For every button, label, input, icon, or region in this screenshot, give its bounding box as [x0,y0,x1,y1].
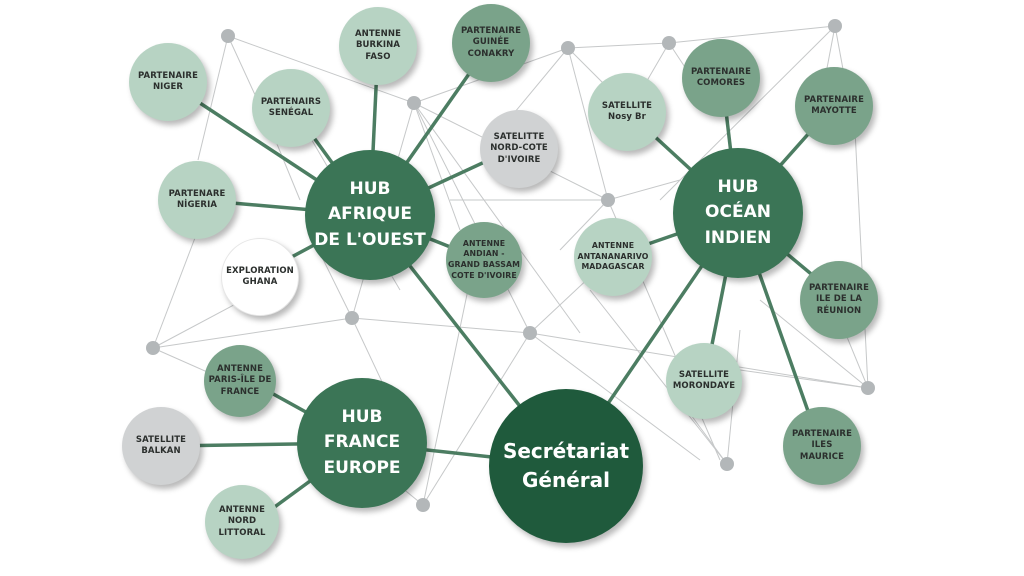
node-label: PARTENAIRE ILES MAURICE [791,428,852,462]
node-label: PARTENAIRE MAYOTTE [803,94,864,116]
node-label: ANTENNE ANTANANARIVO MADAGASCAR [577,241,649,272]
node-label: ANTENNE PARIS-ÎLE DE FRANCE [208,363,272,397]
node-partenaire-guinee-conakry[interactable]: PARTENAIRE GUINÉE CONAKRY [452,4,530,82]
node-antenne-antananarivo-madagascar[interactable]: ANTENNE ANTANANARIVO MADAGASCAR [574,218,652,296]
node-label: SATELLITE Nosy Br [601,100,653,122]
node-label: PARTENAIRE NIGER [137,70,198,92]
node-partenaire-comores[interactable]: PARTENAIRE COMORES [682,39,760,117]
hub-afrique-node[interactable]: HUB AFRIQUE DE L'OUEST [305,150,435,280]
node-antenne-paris-ile-de-france[interactable]: ANTENNE PARIS-ÎLE DE FRANCE [204,345,276,417]
node-label: SATELLITE MORONDAYE [672,369,736,391]
node-satelitte-nord-cote-divoire[interactable]: SATELITTE NORD-COTE D'IVOIRE [480,110,558,188]
node-partenaire-mayotte[interactable]: PARTENAIRE MAYOTTE [795,67,873,145]
node-partenare-nigeria[interactable]: PARTENARE NİGERIA [158,161,236,239]
node-label: SATELLITE BALKAN [135,434,187,456]
node-label: PARTENAIRE COMORES [690,66,751,88]
node-partenaire-ile-de-la-reunion[interactable]: PARTENAIRE ILE DE LA RÉUNION [800,261,878,339]
node-antenne-nord-littoral[interactable]: ANTENNE NORD LITTORAL [205,485,279,559]
node-satellite-morondaye[interactable]: SATELLITE MORONDAYE [666,343,742,419]
node-label: PARTENAIRE ILE DE LA RÉUNION [808,282,869,316]
node-satellite-nosy-br[interactable]: SATELLITE Nosy Br [588,73,666,151]
secretariat-general-label: Secrétariat Général [502,439,630,492]
hub-afrique-label: HUB AFRIQUE DE L'OUEST [314,178,426,250]
node-label: ANTENNE BURKINA FASO [354,28,402,62]
network-dots [146,19,875,512]
secretariat-general-node[interactable]: Secrétariat Général [489,389,643,543]
node-partenaire-niger[interactable]: PARTENAIRE NIGER [129,43,207,121]
node-label: PARTENAIRS SENÉGAL [260,96,322,118]
node-satellite-balkan[interactable]: SATELLITE BALKAN [122,407,200,485]
node-label: EXPLORATION GHANA [226,265,294,287]
hub-france-node[interactable]: HUB FRANCE EUROPE [297,378,427,508]
node-antenne-burkina-faso[interactable]: ANTENNE BURKINA FASO [339,7,417,85]
node-label: PARTENAIRE GUINÉE CONAKRY [460,25,521,59]
node-partenaire-iles-maurice[interactable]: PARTENAIRE ILES MAURICE [783,407,861,485]
hub-ocean-label: HUB OCÉAN INDIEN [704,176,772,248]
node-antenne-andian-grand-bassam[interactable]: ANTENNE ANDIAN - GRAND BASSAM COTE D'IVO… [446,222,522,298]
node-label: SATELITTE NORD-COTE D'IVOIRE [490,131,548,165]
node-label: ANTENNE NORD LITTORAL [218,504,266,538]
node-exploration-ghana[interactable]: EXPLORATION GHANA [221,238,299,316]
node-label: PARTENARE NİGERIA [168,188,226,210]
node-label: ANTENNE ANDIAN - GRAND BASSAM COTE D'IVO… [448,238,520,280]
hub-ocean-node[interactable]: HUB OCÉAN INDIEN [673,148,803,278]
node-partenairs-senegal[interactable]: PARTENAIRS SENÉGAL [252,69,330,147]
hub-france-label: HUB FRANCE EUROPE [323,406,401,478]
